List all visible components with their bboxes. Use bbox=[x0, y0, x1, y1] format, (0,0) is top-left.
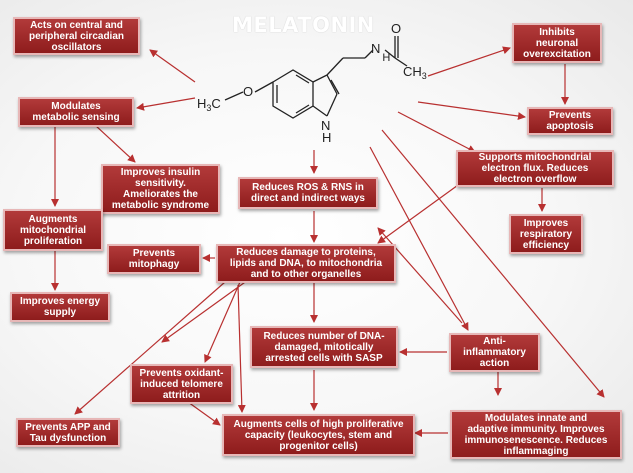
arrow-to-anti-inflammatory bbox=[369, 146, 469, 331]
box-supports-electron: Supports mitochondrial electron flux. Re… bbox=[456, 150, 614, 187]
methoxy-h-label: H bbox=[197, 96, 206, 111]
amide-n-label: N bbox=[371, 41, 380, 56]
box-prevents-apoptosis: Prevents apoptosis bbox=[527, 107, 613, 135]
box-prevents-telomere: Prevents oxidant- induced telomere attri… bbox=[130, 364, 233, 404]
amide-h-label: H bbox=[382, 52, 390, 64]
box-anti-inflammatory: Anti- inflammatory action bbox=[449, 333, 540, 372]
arrow-metabolic-to-insulin bbox=[94, 124, 136, 163]
arrow-damage-to-telomere bbox=[204, 281, 241, 363]
box-improves-energy: Improves energy supply bbox=[10, 292, 110, 322]
svg-text:H3C: H3C bbox=[197, 96, 221, 113]
melatonin-structure-icon: NH O CH3 O H3C N H bbox=[197, 21, 427, 145]
svg-text:NH: NH bbox=[371, 41, 390, 64]
arrow-damage-to-proliferative bbox=[237, 284, 246, 413]
arrow-to-apoptosis bbox=[417, 101, 526, 120]
arrow-to-inhibits bbox=[427, 46, 511, 77]
page-title: MELATONIN bbox=[232, 13, 375, 37]
arrow-to-modulates-metabolic bbox=[136, 97, 196, 111]
box-reduces-dna-damaged: Reduces number of DNA- damaged, mitotica… bbox=[250, 326, 398, 368]
box-prevents-mitophagy: Prevents mitophagy bbox=[107, 244, 201, 274]
methoxy-sub-label: 3 bbox=[206, 103, 211, 113]
box-acts-oscillators: Acts on central and peripheral circadian… bbox=[13, 17, 140, 55]
ring-h-label: H bbox=[322, 130, 331, 145]
arrow-to-acts-oscillators bbox=[149, 49, 196, 83]
arrow-damage-to-mito-prolif bbox=[161, 279, 249, 343]
methoxy-o-label: O bbox=[243, 84, 253, 99]
box-modulates-metabolic: Modulates metabolic sensing bbox=[18, 97, 134, 127]
methyl-ch-label: CH bbox=[403, 64, 422, 79]
box-augments-proliferative: Augments cells of high proliferative cap… bbox=[222, 414, 415, 456]
svg-text:CH3: CH3 bbox=[403, 64, 427, 81]
carbonyl-o-label: O bbox=[391, 21, 401, 36]
arrow-damage-to-app-tau bbox=[74, 281, 226, 415]
box-prevents-app-tau: Prevents APP and Tau dysfunction bbox=[16, 418, 120, 447]
methyl-sub-label: 3 bbox=[422, 71, 427, 81]
box-improves-insulin: Improves insulin sensitivity. Ameliorate… bbox=[101, 164, 220, 214]
arrow-anti-inflammatory-to-damage bbox=[377, 227, 463, 324]
box-modulates-immunity: Modulates innate and adaptive immunity. … bbox=[450, 410, 622, 459]
box-augments-mito-prolif: Augments mitochondrial proliferation bbox=[3, 209, 103, 251]
ring-n-label: N bbox=[321, 118, 330, 133]
arrow-to-supports-electron bbox=[397, 111, 476, 153]
methoxy-c-label: C bbox=[211, 96, 220, 111]
arrow-electron-to-damage bbox=[377, 179, 466, 244]
box-improves-respiratory: Improves respiratory efficiency bbox=[509, 214, 583, 254]
box-inhibits-overexcitation: Inhibits neuronal overexcitation bbox=[512, 23, 602, 63]
box-reduces-damage: Reduces damage to proteins, lipids and D… bbox=[216, 244, 396, 283]
arrow-to-modulates-immunity bbox=[381, 129, 605, 398]
box-reduces-ros: Reduces ROS & RNS in direct and indirect… bbox=[238, 177, 378, 209]
arrow-telomere-to-proliferative bbox=[187, 401, 221, 426]
